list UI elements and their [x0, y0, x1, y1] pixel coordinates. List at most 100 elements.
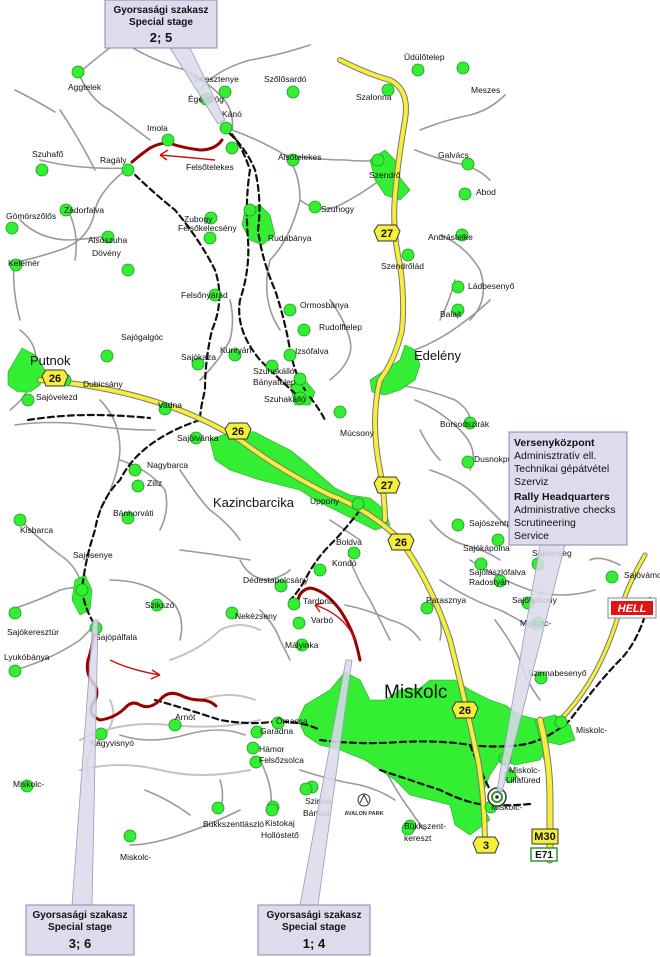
town-marker — [249, 755, 263, 769]
hell-logo: HELL — [607, 597, 657, 619]
town-marker — [168, 718, 182, 732]
town-marker — [333, 405, 347, 419]
town-label: Sajószentpéter — [469, 518, 526, 528]
town-marker — [463, 416, 477, 430]
town-marker — [401, 248, 415, 262]
town-marker — [9, 258, 23, 272]
svg-text:E71: E71 — [535, 850, 553, 861]
town-marker — [246, 741, 260, 755]
town-label: Imola — [147, 123, 168, 133]
town-marker — [371, 153, 385, 167]
town-marker — [461, 455, 475, 469]
town-marker — [401, 822, 415, 836]
town-label: Kurityán — [220, 345, 251, 355]
town-label: Teresztenye — [193, 74, 239, 84]
svg-text:26: 26 — [232, 426, 244, 438]
town-label: Sajóvelezd — [36, 392, 78, 402]
town-marker — [493, 574, 507, 588]
town-marker — [123, 829, 137, 843]
town-marker — [35, 163, 49, 177]
town-marker — [308, 200, 322, 214]
road-shields: 26 26 26 26 27 27 3 M30 — [41, 224, 559, 862]
town-marker — [5, 221, 19, 235]
town-marker — [71, 65, 85, 79]
town-marker — [605, 570, 619, 584]
town-label: Arnót — [175, 712, 196, 722]
town-label: Szőlősardó — [264, 74, 307, 84]
svg-text:M30: M30 — [534, 831, 555, 843]
town-marker — [21, 393, 35, 407]
svg-text:Administrative checks: Administrative checks — [514, 504, 616, 516]
town-marker — [128, 463, 142, 477]
edeleny-urban-area — [369, 344, 421, 396]
town-label: Dusnokpuszta — [474, 454, 528, 464]
town-label: Zádorfalva — [64, 205, 104, 215]
town-marker — [271, 716, 285, 730]
town-label: Hámor — [259, 744, 285, 754]
town-marker — [292, 616, 306, 630]
special-stage-1-4 — [296, 586, 362, 662]
town-label: Ragály — [100, 155, 127, 165]
town-marker — [203, 231, 217, 245]
svg-text:Special stage: Special stage — [282, 922, 346, 933]
svg-text:AVALON PARK: AVALON PARK — [344, 811, 383, 817]
town-label: Miskolc- — [13, 779, 44, 789]
headquarters-icon — [487, 787, 507, 807]
town-label: Bánkút — [303, 808, 330, 818]
town-label: Garadna — [260, 726, 293, 736]
town-label: Felsőzsolca — [259, 755, 304, 765]
town-marker — [218, 85, 232, 99]
town-marker — [455, 228, 469, 242]
town-marker — [101, 230, 115, 244]
town-label: Borsodszirák — [440, 419, 490, 429]
town-marker — [121, 163, 135, 177]
town-marker — [274, 579, 288, 593]
town-label: Szendrőlád — [381, 261, 424, 271]
town-label: Szuhakálló — [264, 394, 306, 404]
town-marker — [293, 372, 307, 386]
svg-text:Adminisztratív ell.: Adminisztratív ell. — [514, 450, 596, 462]
svg-text:27: 27 — [381, 228, 393, 240]
town-label: Meszes — [471, 85, 500, 95]
town-marker — [293, 391, 307, 405]
town-label: Miskolc- — [576, 725, 607, 735]
town-marker — [283, 348, 297, 362]
svg-text:26: 26 — [459, 705, 471, 717]
town-marker — [100, 349, 114, 363]
town-marker — [299, 782, 313, 796]
town-label: Sajópálfala — [95, 632, 137, 642]
town-marker — [228, 348, 242, 362]
town-marker — [287, 597, 301, 611]
city-label-edeleny: Edelény — [414, 348, 461, 363]
svg-text:Gyorsasági szakasz: Gyorsasági szakasz — [32, 910, 127, 921]
svg-text:Scrutineering: Scrutineering — [514, 517, 576, 529]
town-label: Szalonna — [356, 92, 392, 102]
town-marker — [121, 511, 135, 525]
town-label: Kelemér — [8, 258, 40, 268]
special-stage-2-5 — [130, 138, 224, 164]
svg-text:1; 4: 1; 4 — [303, 936, 326, 951]
town-label: Szendrő — [369, 170, 401, 180]
town-marker — [20, 779, 34, 793]
town-label: Sajókápolna — [463, 543, 510, 553]
town-marker — [474, 557, 488, 571]
miskolc-urban-area — [297, 671, 551, 836]
town-label: Üdülőtelep — [404, 52, 445, 62]
town-label: Sajósenye — [73, 550, 113, 560]
city-label-putnok: Putnok — [30, 353, 71, 368]
town-label: Kondó — [332, 558, 357, 568]
town-label: Dédestapolcsány — [243, 575, 309, 585]
arrow-stage-3-6 — [109, 659, 161, 676]
town-markers — [5, 61, 619, 843]
arrow-stage-2-5 — [159, 154, 216, 161]
town-label: Lillafüred — [506, 775, 541, 785]
town-marker — [458, 187, 472, 201]
svg-text:Gyorsasági szakasz: Gyorsasági szakasz — [113, 5, 208, 16]
town-label: Abod — [476, 187, 496, 197]
town-label: Ládbesenyő — [468, 281, 515, 291]
town-marker — [351, 497, 365, 511]
town-label: Uppony — [310, 496, 340, 506]
town-marker — [13, 513, 27, 527]
town-label: Sajóvámos — [624, 570, 660, 580]
